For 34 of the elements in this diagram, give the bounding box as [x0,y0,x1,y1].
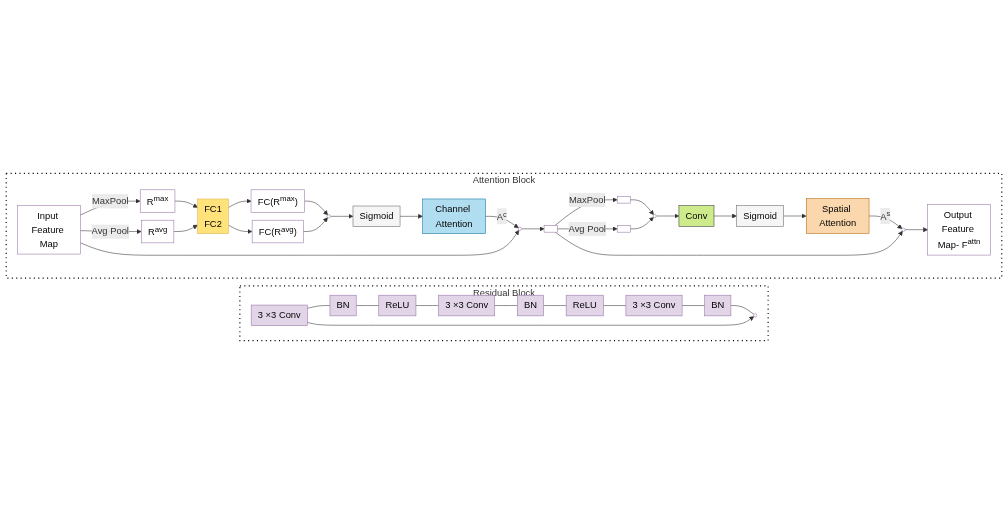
node-box: BN [329,294,356,317]
edge-label: A$^{s}$ [879,209,890,223]
node-box: Sigmoid [352,205,400,227]
node-box: R$^{avg}$ [140,219,174,244]
edge-label: MaxPool [91,195,128,207]
edge-label: A$^{c}$ [496,209,507,223]
node-box: Output Feature Map- F$^{attn}$ [926,204,991,256]
node-circle [326,214,331,219]
node-circle [752,313,757,318]
node-box: FC(R$^{avg}$) [251,219,304,244]
node-box: 3 ×3 Conv [625,294,682,317]
node-box: 3 ×3 Conv [250,304,308,326]
node-box: Sigmoid [735,205,784,227]
node-box [543,225,558,233]
edge-label: Avg Pool [568,223,606,234]
node-box: FC1 FC2 [196,198,229,234]
node-box: Input Feature Map [16,205,81,255]
node-circle [652,214,657,218]
node-box: 3 ×3 Conv [437,294,495,317]
node-box: ReLU [565,294,604,317]
node-box: R$^{max}$ [139,189,175,213]
node-box [616,225,631,233]
connector [730,305,754,315]
edge-label: MaxPool [568,194,605,205]
node-box: FC(R$^{max}$) [250,189,305,213]
node-box: Spatial Attention [805,198,869,234]
node-box: BN [703,294,731,317]
node-circle [517,226,522,231]
node-box: ReLU [378,294,416,317]
node-circle [901,227,905,232]
node-box: Conv [678,205,714,227]
edge-label: Avg Pool [91,226,129,237]
node-box: Channel Attention [421,198,486,234]
node-box [616,196,631,204]
